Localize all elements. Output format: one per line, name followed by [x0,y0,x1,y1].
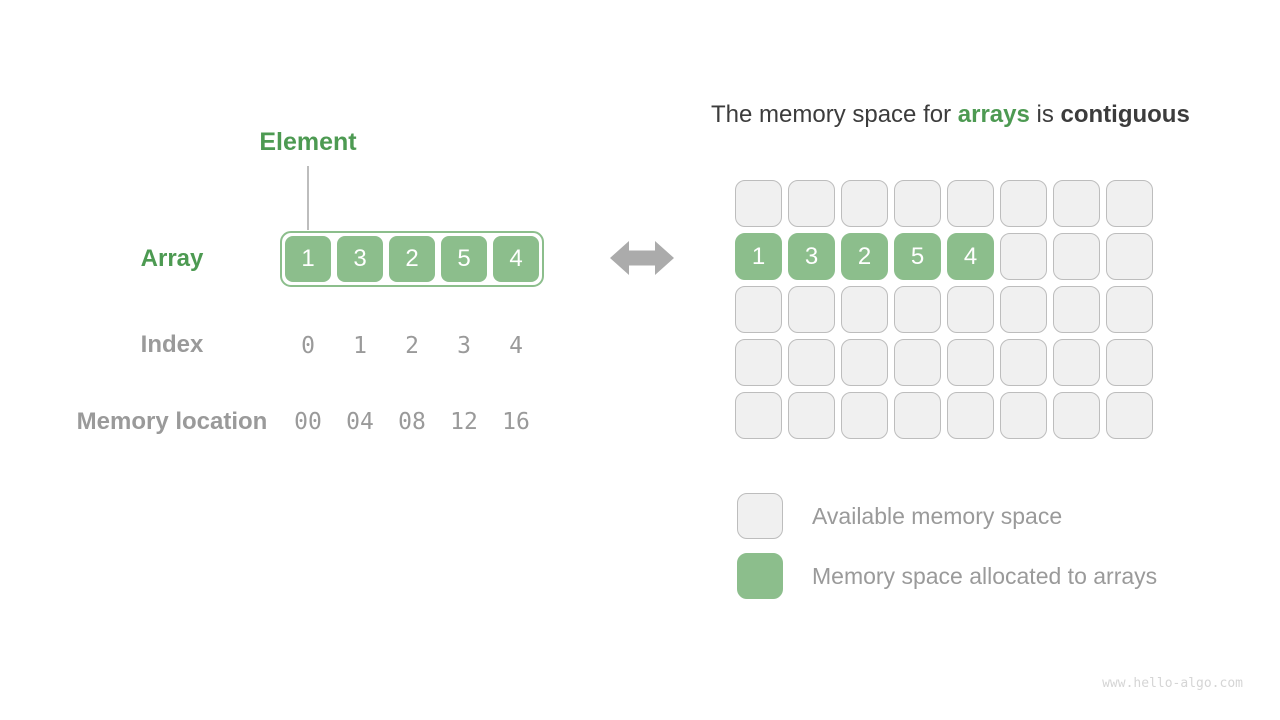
memory-location-row: 00 04 08 12 16 [285,410,539,434]
index-label: Index [140,331,204,358]
memory-cell-allocated: 5 [894,233,941,280]
memory-cell-available [1053,392,1100,439]
memory-cell-available [1000,286,1047,333]
title-highlight: arrays [957,101,1030,128]
element-label: Element [259,128,357,156]
memory-cell-available [894,392,941,439]
array-cell: 5 [441,236,487,282]
element-pointer-line [307,166,309,230]
memory-cell-allocated: 4 [947,233,994,280]
array-label: Array [140,245,204,272]
memory-location-label: Memory location [76,408,268,435]
legend-item-allocated: Memory space allocated to arrays [737,553,1157,599]
index-value: 1 [353,333,367,359]
memory-cell-available [947,180,994,227]
title-prefix: The memory space for [711,101,958,128]
memory-cell-available [841,180,888,227]
memory-cell-available [1106,339,1153,386]
memory-cell-allocated: 2 [841,233,888,280]
index-row: 0 1 2 3 4 [285,334,539,358]
array-cell: 2 [389,236,435,282]
memory-cell-available [894,286,941,333]
double-arrow-icon [610,241,674,275]
memory-cell-available [735,339,782,386]
title: The memory space for arrays is contiguou… [711,101,1211,129]
watermark: www.hello-algo.com [1102,676,1243,691]
memory-cell-available [1106,233,1153,280]
index-value: 3 [457,333,471,359]
array-cell: 3 [337,236,383,282]
memory-cell-available [947,392,994,439]
memory-cell-available [1000,180,1047,227]
memory-cell-available [841,392,888,439]
legend-label-available: Available memory space [812,502,1063,529]
memory-location-value: 12 [450,409,478,435]
memory-cell-available [788,392,835,439]
memory-cell-available [1053,233,1100,280]
memory-cell-available [947,286,994,333]
memory-cell-available [1053,180,1100,227]
title-middle: is [1029,101,1061,128]
memory-cell-allocated: 3 [788,233,835,280]
legend-label-allocated: Memory space allocated to arrays [812,562,1158,589]
memory-cell-available [947,339,994,386]
legend-swatch-allocated [737,553,783,599]
memory-cell-available [1000,339,1047,386]
memory-cell-available [1000,233,1047,280]
memory-location-value: 04 [346,409,374,435]
memory-cell-available [735,392,782,439]
memory-cell-available [894,339,941,386]
array-cell: 1 [285,236,331,282]
memory-cell-available [841,286,888,333]
memory-cell-allocated: 1 [735,233,782,280]
memory-cell-available [788,339,835,386]
index-value: 0 [301,333,315,359]
index-value: 4 [509,333,523,359]
memory-cell-available [1106,286,1153,333]
memory-cell-available [1106,180,1153,227]
memory-cell-available [1053,286,1100,333]
memory-cell-available [1106,392,1153,439]
memory-cell-available [894,180,941,227]
memory-cell-available [735,286,782,333]
title-emphasis: contiguous [1060,101,1190,128]
index-value: 2 [405,333,419,359]
memory-location-value: 16 [502,409,530,435]
legend-item-available: Available memory space [737,493,1062,539]
memory-cell-available [1053,339,1100,386]
memory-location-value: 08 [398,409,426,435]
memory-cell-available [788,180,835,227]
memory-cell-available [735,180,782,227]
array-cell: 4 [493,236,539,282]
memory-location-value: 00 [294,409,322,435]
legend-swatch-available [737,493,783,539]
memory-cell-available [1000,392,1047,439]
memory-cell-available [788,286,835,333]
memory-cell-available [841,339,888,386]
